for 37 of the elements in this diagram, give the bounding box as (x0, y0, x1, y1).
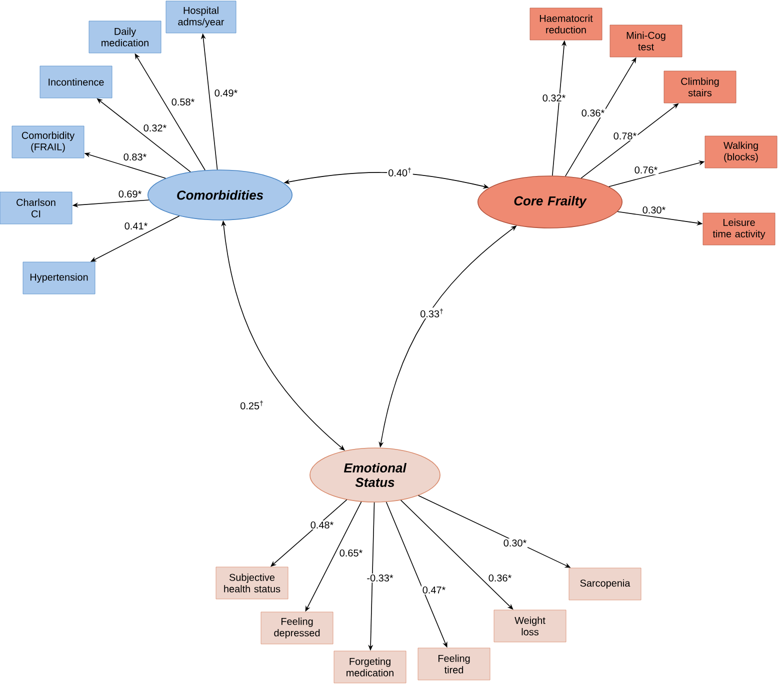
edge-label: 0.76* (633, 165, 659, 175)
edge-label: 0.49* (213, 88, 239, 98)
edge-label: 0.36* (487, 573, 513, 583)
indicator-box: Incontinence (40, 66, 112, 98)
indicator-box: Sarcopenia (568, 568, 642, 600)
edge-label: 0.69* (117, 189, 143, 199)
edge-label: 0.36* (580, 108, 606, 118)
indicator-box: Comorbidity (FRAIL) (12, 126, 84, 158)
indicator-box: Leisure time activity (702, 212, 776, 246)
edge-label: 0.30* (641, 205, 667, 215)
edge-label: 0.25$^{†}$ (239, 400, 265, 410)
edge-label: 0.41* (123, 221, 149, 231)
indicator-box: Hypertension (22, 262, 96, 294)
edge-label: 0.78* (612, 131, 638, 141)
indicator-box: Feeling depressed (260, 612, 334, 644)
indicator-box: Feeling tired (418, 648, 490, 680)
indicator-box: Mini-Cog test (610, 24, 682, 58)
edge-label: 0.83* (122, 152, 148, 162)
edge-label: -0.33* (366, 573, 394, 583)
indicator-box: Charlson CI (0, 192, 72, 224)
edge-label: 0.33$^{†}$ (419, 308, 445, 318)
indicator-box: Forgeting medication (334, 650, 406, 684)
edge-label: 0.40$^{†}$ (387, 166, 413, 178)
indicator-box: Climbing stairs (664, 70, 736, 104)
edge-label: 0.32* (541, 93, 567, 103)
indicator-box: Haematocrit reduction (530, 8, 602, 40)
edge-label: 0.65* (338, 548, 364, 558)
edge-label: 0.30* (502, 538, 528, 548)
indicator-box: Subjective health status (216, 566, 288, 600)
indicator-box: Hospital adms/year (166, 0, 236, 34)
edge-label: 0.58* (170, 97, 196, 107)
edge-label: 0.32* (142, 123, 168, 133)
edge-label: 0.47* (421, 585, 447, 595)
edge-label: 0.48* (309, 520, 335, 530)
indicator-box: Weight loss (494, 610, 566, 642)
indicator-box: Daily medication (88, 20, 162, 54)
indicator-box: Walking (blocks) (704, 136, 778, 168)
